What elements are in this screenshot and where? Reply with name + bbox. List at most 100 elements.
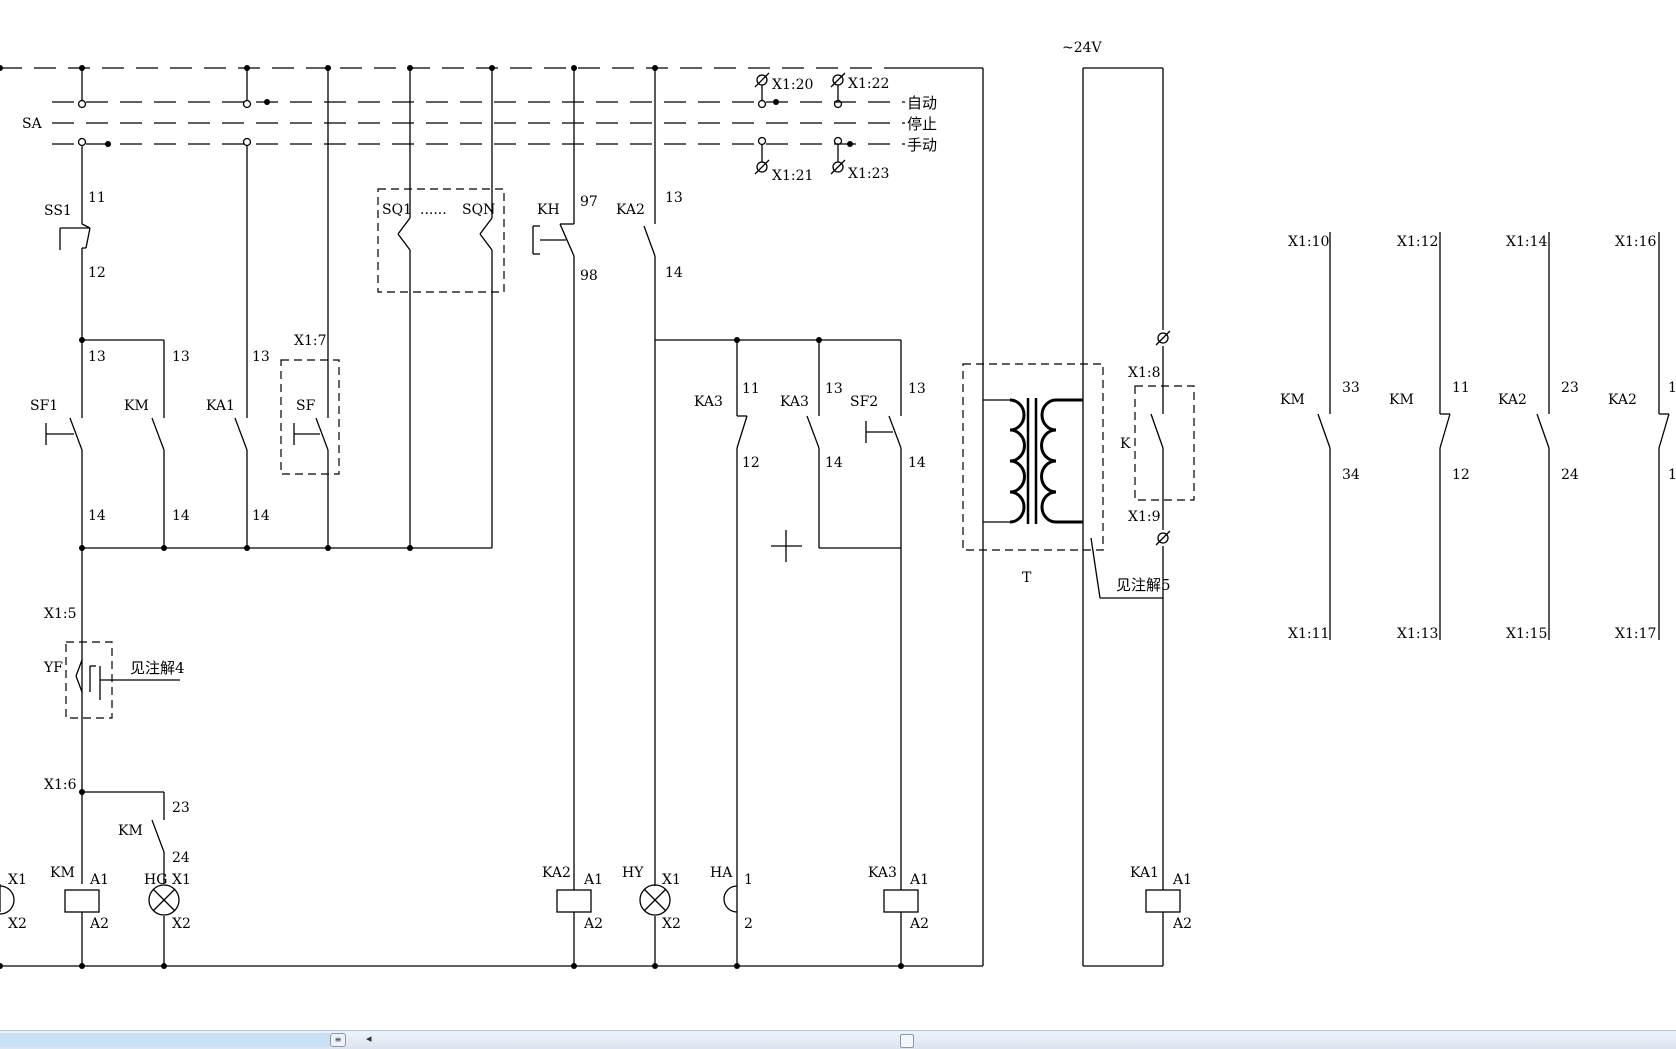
svg-text:KA2: KA2 — [1608, 392, 1637, 408]
svg-text:13: 13 — [908, 381, 926, 397]
svg-text:14: 14 — [252, 508, 270, 524]
svg-text:A1: A1 — [89, 872, 109, 888]
svg-text:见注解5: 见注解5 — [1116, 576, 1171, 594]
svg-text:A2: A2 — [89, 916, 109, 932]
svg-text:X1:16: X1:16 — [1615, 234, 1656, 250]
svg-text:12: 12 — [1452, 467, 1470, 483]
svg-text:13: 13 — [665, 190, 683, 206]
svg-text:A1: A1 — [1172, 872, 1192, 888]
lamps — [0, 884, 671, 916]
svg-text:11: 11 — [742, 381, 760, 397]
svg-text:SF1: SF1 — [30, 398, 58, 414]
km-aux-contact — [151, 819, 165, 853]
svg-text:KA2: KA2 — [1498, 392, 1527, 408]
svg-text:33: 33 — [1342, 380, 1360, 396]
label-auto: 自动 — [907, 94, 937, 112]
svg-text:KM: KM — [50, 865, 75, 881]
svg-text:A2: A2 — [1172, 916, 1192, 932]
svg-text:11: 11 — [88, 190, 106, 206]
svg-text:KM: KM — [1389, 392, 1414, 408]
svg-text:A2: A2 — [909, 916, 929, 932]
svg-text:KA1: KA1 — [206, 398, 235, 414]
svg-text:X2: X2 — [8, 916, 27, 932]
svg-text:13: 13 — [88, 349, 106, 365]
svg-text:14: 14 — [908, 455, 926, 471]
horizontal-scrollbar[interactable]: ≡ ◂ — [0, 1030, 1676, 1049]
svg-text:14: 14 — [825, 455, 843, 471]
svg-text:23: 23 — [1561, 380, 1579, 396]
sq-limit-switches — [377, 188, 505, 293]
wiring — [0, 67, 1660, 967]
scroll-left-arrow-icon[interactable]: ◂ — [366, 1032, 372, 1045]
svg-text:34: 34 — [1342, 467, 1360, 483]
svg-text:X1:17: X1:17 — [1615, 626, 1656, 642]
scroll-grip-icon[interactable]: ≡ — [330, 1033, 346, 1047]
svg-text:X1: X1 — [172, 872, 191, 888]
svg-text:KM: KM — [124, 398, 149, 414]
svg-text:X1:7: X1:7 — [294, 333, 327, 349]
svg-text:X1:23: X1:23 — [848, 166, 889, 182]
svg-text:K: K — [1120, 436, 1131, 452]
ka2-no-contact — [643, 225, 656, 257]
svg-text:13: 13 — [252, 349, 270, 365]
scroll-thumb[interactable] — [900, 1034, 914, 1048]
svg-text:HG: HG — [144, 872, 167, 888]
svg-text:X1:20: X1:20 — [772, 77, 813, 93]
svg-text:SF: SF — [296, 398, 316, 414]
ka2-coil — [556, 889, 592, 913]
svg-text:KA3: KA3 — [694, 394, 723, 410]
svg-text:A2: A2 — [583, 916, 603, 932]
label-sa: SA — [22, 116, 43, 132]
svg-text:X1:12: X1:12 — [1397, 234, 1438, 250]
svg-text:X1:22: X1:22 — [848, 76, 889, 92]
svg-text:X1:8: X1:8 — [1128, 365, 1161, 381]
svg-text:X1:11: X1:11 — [1288, 626, 1329, 642]
svg-text:X1:6: X1:6 — [44, 777, 77, 793]
svg-text:98: 98 — [580, 268, 598, 284]
label-stop: 停止 — [907, 115, 937, 133]
label-manual: 手动 — [907, 136, 937, 154]
svg-text:X1:9: X1:9 — [1128, 509, 1161, 525]
buzzer-ha — [723, 885, 738, 913]
km-coil — [64, 889, 100, 913]
svg-text:SQN: SQN — [462, 202, 495, 218]
svg-text:......: ...... — [420, 202, 447, 218]
kh-thermal-contact — [532, 223, 575, 257]
svg-text:12: 12 — [742, 455, 760, 471]
svg-text:KA3: KA3 — [780, 394, 809, 410]
svg-text:1: 1 — [744, 872, 753, 888]
svg-text:13: 13 — [172, 349, 190, 365]
svg-text:X1:13: X1:13 — [1397, 626, 1438, 642]
ka3-coil — [883, 889, 919, 913]
coils — [64, 889, 1181, 913]
svg-text:1: 1 — [1668, 467, 1676, 483]
svg-text:24: 24 — [172, 850, 190, 866]
svg-text:见注解4: 见注解4 — [130, 659, 185, 677]
svg-text:X1:5: X1:5 — [44, 606, 77, 622]
svg-text:X1:14: X1:14 — [1506, 234, 1547, 250]
svg-text:X1: X1 — [662, 872, 681, 888]
svg-text:KA2: KA2 — [616, 202, 645, 218]
k-contact — [1134, 330, 1195, 546]
svg-text:A1: A1 — [583, 872, 603, 888]
svg-text:2: 2 — [744, 916, 753, 932]
svg-text:X1:10: X1:10 — [1288, 234, 1329, 250]
svg-text:X1: X1 — [8, 872, 27, 888]
svg-text:X2: X2 — [662, 916, 681, 932]
ka1-coil — [1145, 889, 1181, 913]
svg-text:14: 14 — [172, 508, 190, 524]
right-contacts — [1317, 413, 1670, 449]
svg-text:24: 24 — [1561, 467, 1579, 483]
crosshair-cursor-icon — [771, 530, 802, 562]
label-24v: ~24V — [1062, 40, 1103, 56]
svg-text:A1: A1 — [909, 872, 929, 888]
svg-text:SF2: SF2 — [850, 394, 878, 410]
svg-text:14: 14 — [88, 508, 106, 524]
svg-text:KH: KH — [537, 202, 560, 218]
row-contacts — [45, 359, 902, 475]
document-tab-strip — [0, 1033, 330, 1047]
svg-text:KM: KM — [118, 823, 143, 839]
svg-text:KA3: KA3 — [868, 865, 897, 881]
